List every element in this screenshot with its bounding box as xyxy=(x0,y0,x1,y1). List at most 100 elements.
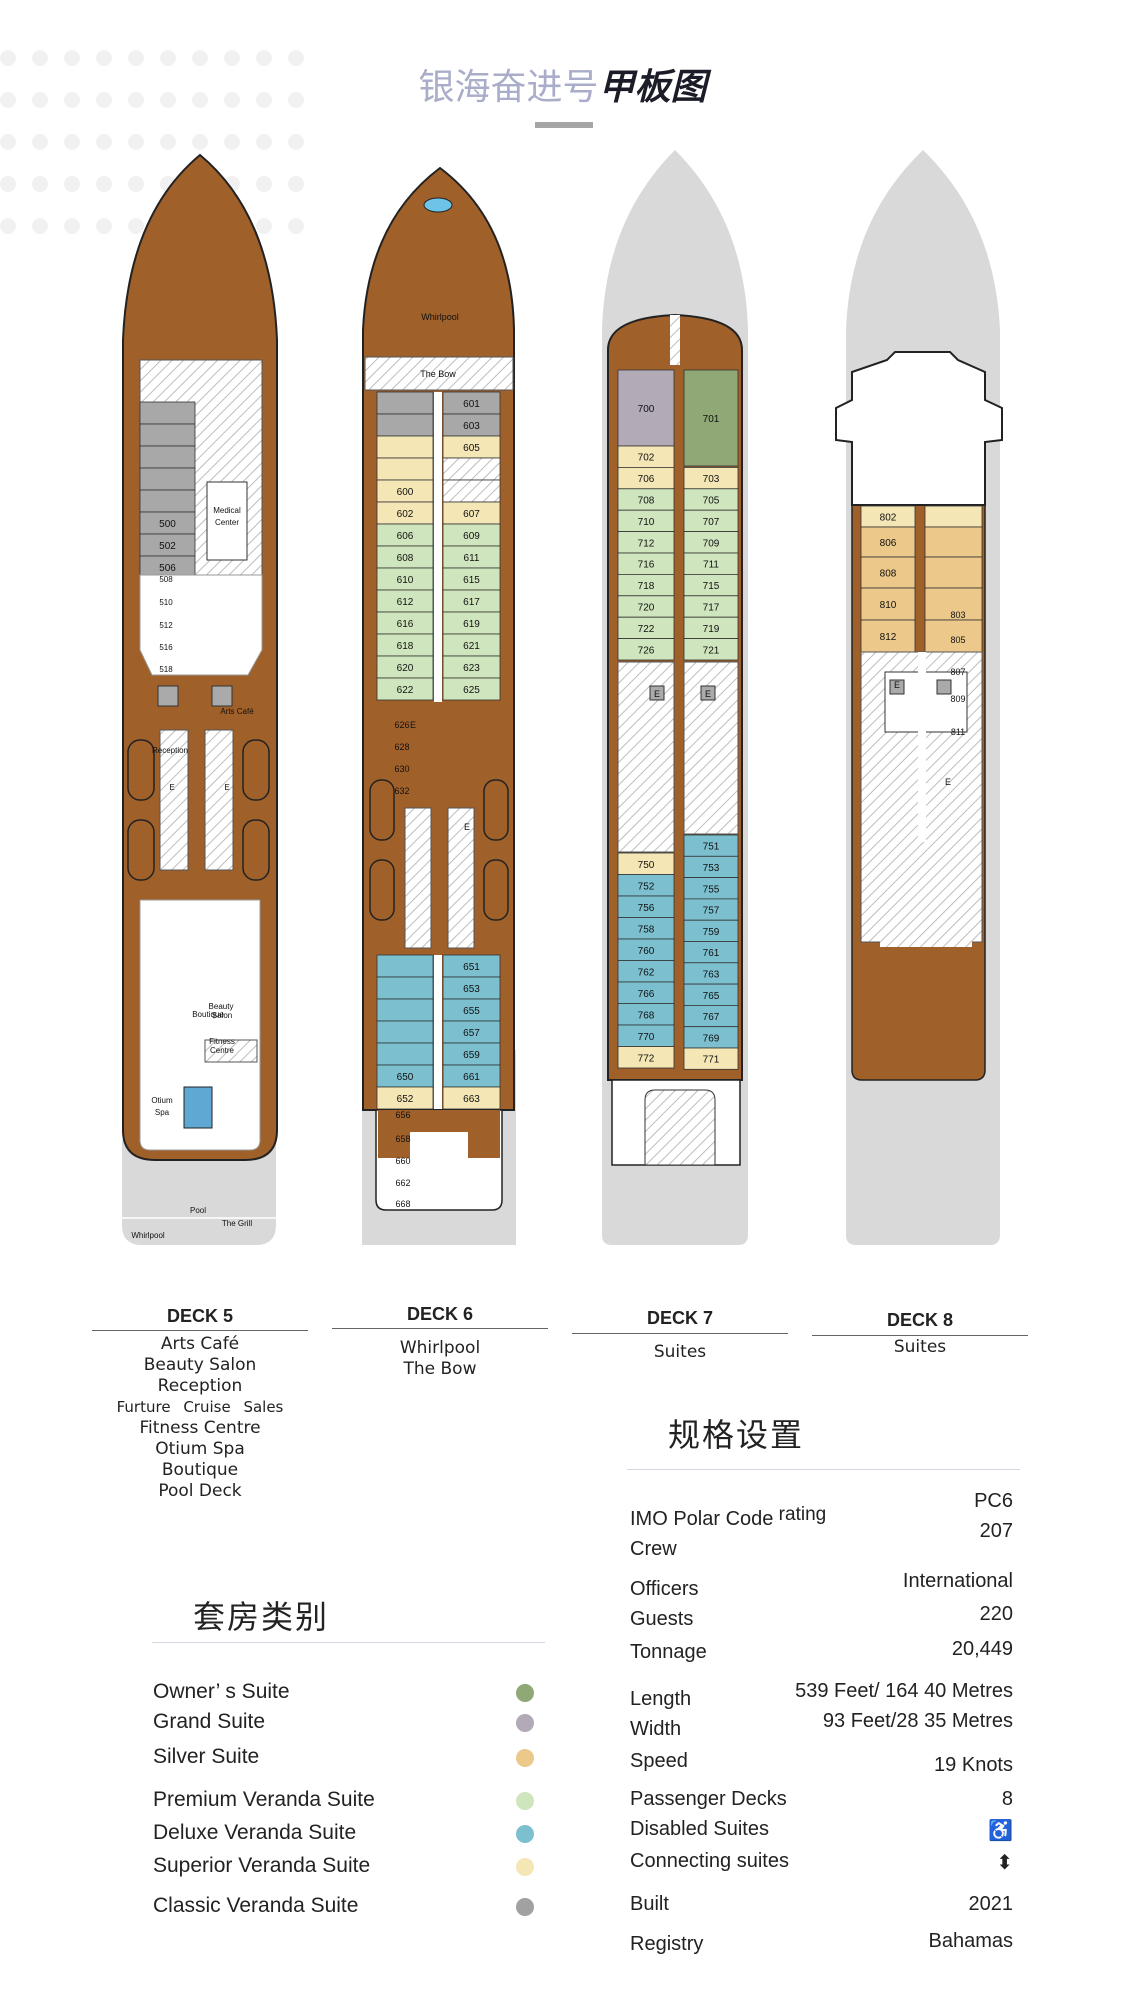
cabin[interactable] xyxy=(139,423,196,447)
deck-5-plan[interactable]: 500502506508510512516518MedicalCenterArt… xyxy=(122,153,278,1245)
cabin[interactable] xyxy=(376,677,434,701)
pattern-dot xyxy=(0,134,16,150)
map-label: 510 xyxy=(159,598,173,607)
cabin[interactable] xyxy=(376,954,434,978)
pattern-dot xyxy=(256,134,272,150)
cabin[interactable] xyxy=(683,638,739,661)
cabin-number: 703 xyxy=(703,474,720,485)
spec-label: Length xyxy=(630,1688,691,1711)
pattern-dot xyxy=(32,134,48,150)
cabin-number: 500 xyxy=(159,519,176,530)
deck-6-heading[interactable]: DECK 6 xyxy=(406,1304,473,1324)
map-label: Spa xyxy=(155,1108,170,1117)
cabin[interactable] xyxy=(139,445,196,469)
cabin[interactable] xyxy=(442,1086,501,1110)
spec-label: Width xyxy=(630,1718,681,1741)
map-label: The Bow xyxy=(420,369,456,379)
cabin[interactable] xyxy=(376,976,434,1000)
deck-5-heading[interactable]: DECK 5 xyxy=(166,1306,233,1326)
cabin-number: 756 xyxy=(638,903,655,914)
cabin[interactable] xyxy=(376,435,434,459)
cabin-number: 622 xyxy=(397,685,414,696)
cabin[interactable] xyxy=(376,457,434,481)
deck-7-heading[interactable]: DECK 7 xyxy=(646,1308,713,1328)
cabin[interactable] xyxy=(924,526,983,558)
cabin[interactable] xyxy=(139,489,196,513)
map-label: Medical xyxy=(213,506,241,515)
pool xyxy=(183,1086,213,1129)
cabin[interactable] xyxy=(860,619,916,653)
cabin-number: 615 xyxy=(463,575,480,586)
cabin[interactable] xyxy=(617,638,675,661)
cabin[interactable] xyxy=(376,391,434,415)
map-label: 660 xyxy=(395,1156,410,1166)
map-label: Otium xyxy=(151,1096,173,1105)
cabin-number: 767 xyxy=(703,1012,720,1023)
cabin[interactable] xyxy=(376,1042,434,1066)
connecting-arrows-icon: ⬍ xyxy=(996,1852,1013,1874)
lifeboat xyxy=(242,739,270,801)
legend-color-dot xyxy=(516,1749,534,1767)
pattern-dot xyxy=(64,92,80,108)
cabin-number: 618 xyxy=(397,641,414,652)
cabin[interactable] xyxy=(376,1086,434,1110)
cabin[interactable] xyxy=(683,1047,739,1070)
spec-value: PC6 xyxy=(974,1490,1013,1512)
spec-value: Bahamas xyxy=(928,1930,1014,1952)
cabin[interactable] xyxy=(442,457,501,481)
map-label: Center xyxy=(215,518,239,527)
deck-8-heading[interactable]: DECK 8 xyxy=(886,1310,953,1330)
legend-color-dot xyxy=(516,1898,534,1916)
cabin[interactable] xyxy=(924,505,983,528)
pattern-dot xyxy=(96,218,112,234)
spec-label: Officers xyxy=(630,1578,699,1601)
cabin[interactable] xyxy=(924,556,983,589)
amenity: Fitness Centre xyxy=(139,1418,261,1438)
cabin-number: 701 xyxy=(703,414,720,425)
cabin[interactable] xyxy=(924,619,983,653)
cabin-number: 655 xyxy=(463,1006,480,1017)
grand-suite[interactable] xyxy=(617,369,675,447)
pattern-dot xyxy=(224,92,240,108)
amenity: Arts Café xyxy=(160,1334,240,1354)
cabin-number: 610 xyxy=(397,575,414,586)
cabin-number: 657 xyxy=(463,1028,480,1039)
pattern-dot xyxy=(192,134,208,150)
map-label: Whirlpool xyxy=(421,312,459,322)
cabin[interactable] xyxy=(442,677,501,701)
map-label: The Grill xyxy=(222,1219,252,1228)
cabin-number: 719 xyxy=(703,624,720,635)
map-label: 811 xyxy=(951,727,965,737)
map-label: 803 xyxy=(950,610,965,620)
cabin[interactable] xyxy=(442,479,501,503)
cabin-number: 650 xyxy=(397,1072,414,1083)
amenity: Beauty Salon xyxy=(143,1355,257,1375)
pattern-dot xyxy=(96,50,112,66)
cabin-number: 620 xyxy=(397,663,414,674)
cabin[interactable] xyxy=(376,1020,434,1044)
cabin[interactable] xyxy=(139,467,196,491)
cabin-number: 716 xyxy=(638,560,655,571)
elevator xyxy=(157,685,179,707)
cabin[interactable] xyxy=(139,401,196,425)
pattern-dot xyxy=(0,176,16,192)
cabin-number: 711 xyxy=(703,560,719,571)
pattern-dot xyxy=(0,218,16,234)
cabin[interactable] xyxy=(376,998,434,1022)
cabin[interactable] xyxy=(924,587,983,621)
map-label: 518 xyxy=(159,665,173,674)
owners-suite[interactable] xyxy=(683,369,739,467)
cabin-number: 608 xyxy=(397,553,414,564)
spec-label: Speed xyxy=(630,1750,688,1773)
cabin[interactable] xyxy=(617,1046,675,1069)
cabin-number: 709 xyxy=(703,538,720,549)
pattern-dot xyxy=(160,50,176,66)
map-label: E xyxy=(464,822,470,832)
spec-value: 207 xyxy=(979,1520,1013,1542)
cabin-number: 616 xyxy=(397,619,414,630)
cabin[interactable] xyxy=(376,413,434,437)
lifeboat xyxy=(483,859,509,921)
